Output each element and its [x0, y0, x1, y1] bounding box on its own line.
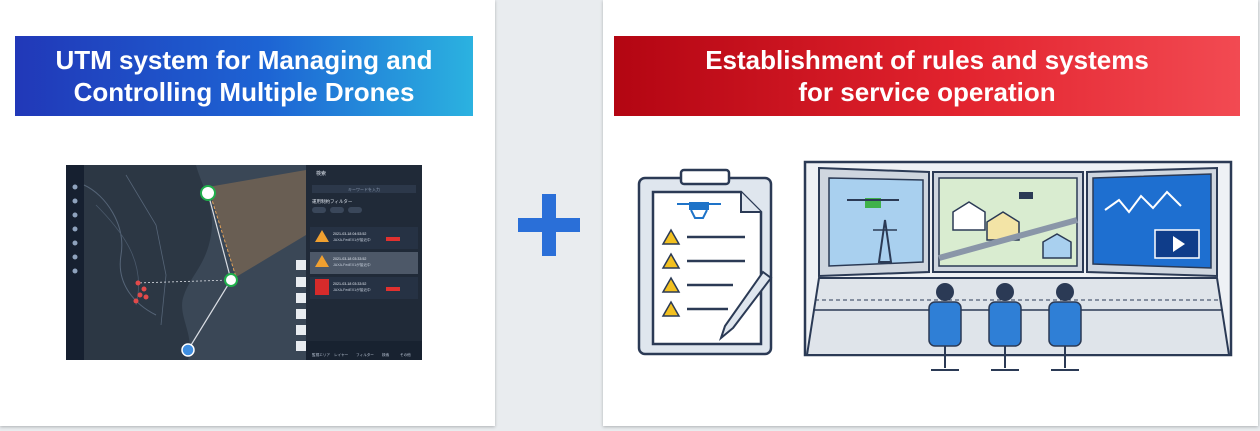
plus-icon — [518, 194, 580, 256]
nav-icons — [72, 184, 78, 274]
alert-time-1: 2021-03-18 04:53:52 — [333, 232, 366, 236]
alert-time-2: 2021-03-18 03:33:52 — [333, 257, 366, 261]
drone-marker — [181, 343, 195, 357]
utm-map-screenshot: 検索 キーワードを入力 運用制約フィルター 2021-03-18 04:53:5… — [66, 165, 422, 360]
drone-marker — [224, 273, 238, 287]
drone-marker — [200, 185, 216, 201]
right-title-line1: Establishment of rules and systems — [705, 45, 1149, 75]
operations-illustration — [637, 160, 1233, 371]
map-tools — [296, 260, 306, 351]
alert-time-3: 2021-03-18 03:33:52 — [333, 282, 366, 286]
search-label: 検索 — [316, 170, 326, 177]
red-markers — [133, 280, 149, 304]
right-title-line2: for service operation — [798, 77, 1056, 107]
tab-more: その他 — [400, 352, 411, 357]
control-room-icon — [803, 160, 1233, 371]
operators-icon — [928, 283, 1082, 371]
checklist-clipboard-icon — [637, 168, 773, 356]
tab-monitor-area: 監視エリア — [312, 352, 330, 357]
left-title-line1: UTM system for Managing and — [55, 45, 433, 75]
alert-id-3: JAXA-FedEX1が接近中 — [333, 287, 371, 292]
left-panel: UTM system for Managing and Controlling … — [0, 0, 495, 426]
alert-id-1: JAXA-FedEX1が接近中 — [333, 237, 371, 242]
tab-layer: レイヤー — [334, 353, 349, 357]
left-title-banner: UTM system for Managing and Controlling … — [15, 36, 473, 116]
tab-search: 検索 — [382, 352, 390, 357]
tab-filter: フィルター — [356, 352, 374, 357]
right-title-banner: Establishment of rules and systems for s… — [614, 36, 1240, 116]
search-placeholder: キーワードを入力 — [348, 186, 380, 192]
filter-label: 運用制約フィルター — [312, 198, 353, 205]
alert-id-2: JAXA-FedEX1が接近中 — [333, 262, 371, 267]
left-title-line2: Controlling Multiple Drones — [73, 77, 415, 107]
nav-rail — [66, 165, 84, 360]
